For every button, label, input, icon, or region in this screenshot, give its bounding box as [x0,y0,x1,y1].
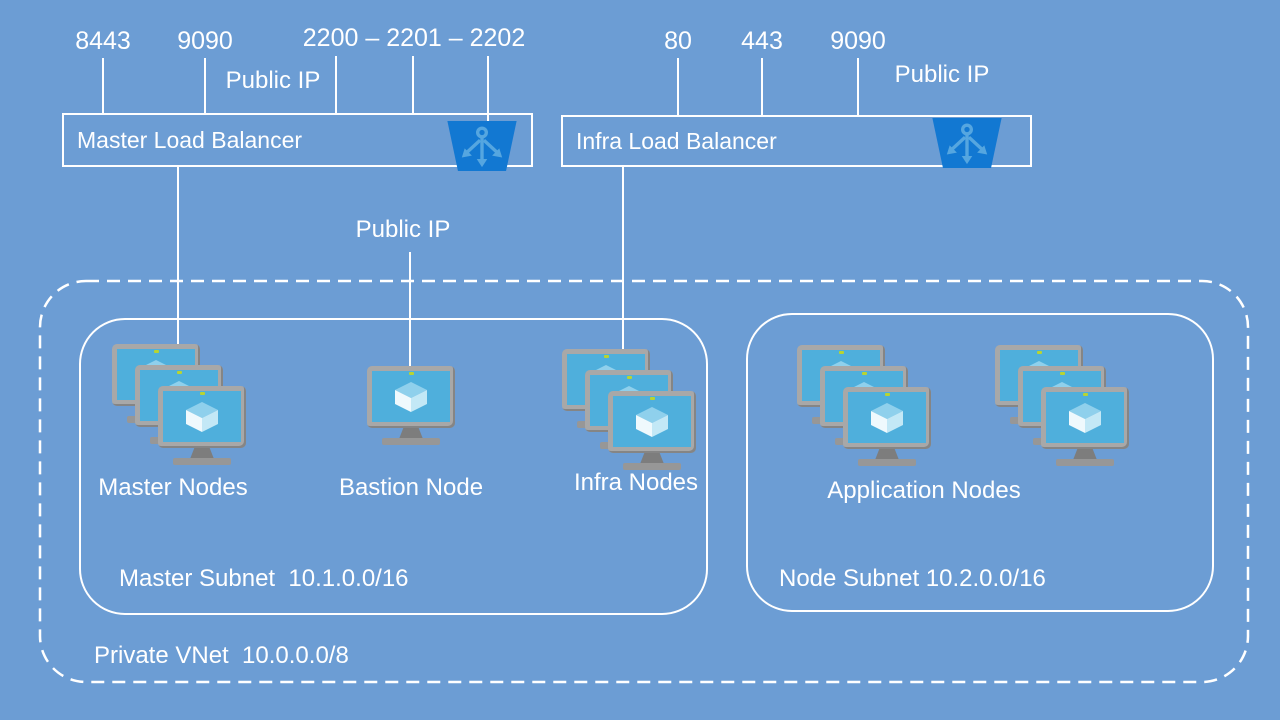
vm-stand-neck [640,453,664,464]
vm-monitor [608,391,696,453]
vm-camera-dot [154,350,159,353]
vm-stand-neck [1073,449,1097,460]
vm-screen [163,391,241,442]
connector-port-2201 [412,56,414,113]
vm-icon [158,386,246,468]
vm-stand-base [623,463,681,470]
vm-stand-base [382,438,440,445]
port-label-8443: 8443 [75,27,131,55]
vm-stand-base [173,458,231,465]
vm-icon [1041,387,1129,469]
infra-load-balancer-box: Infra Load Balancer [561,115,1032,168]
load-balancer-icon [447,121,517,171]
vm-camera-dot [1083,393,1088,396]
vm-screen [848,392,926,443]
vm-stand-base [1056,459,1114,466]
vm-screen [613,396,691,447]
master-load-balancer-box: Master Load Balancer [62,113,533,171]
node-subnet-box [746,313,1214,612]
vm-stand-base [858,459,916,466]
connector-port-9090-master [204,58,206,113]
cube-icon [636,406,668,437]
infra-nodes-label: Infra Nodes [573,469,699,496]
vm-monitor [158,386,246,448]
cube-icon [1069,402,1101,433]
vm-camera-dot [650,397,655,400]
vm-screen [372,371,450,422]
connector-masterlb-masternodes [177,167,179,346]
master-subnet-box [79,318,708,615]
bastion-public-ip-label: Public IP [355,216,451,243]
vm-icon [843,387,931,469]
port-label-80: 80 [664,27,692,55]
connector-port-2200 [335,56,337,113]
master-subnet-label: Master Subnet 10.1.0.0/16 [119,565,409,592]
connector-port-80 [677,58,679,115]
vm-camera-dot [885,393,890,396]
vm-monitor [843,387,931,449]
master-public-ip-label: Public IP [225,67,321,94]
vm-monitor [367,366,455,428]
connector-publicip-bastion [409,252,411,368]
vm-stand-neck [875,449,899,460]
vm-camera-dot [1037,351,1042,354]
infra-load-balancer-label: Infra Load Balancer [576,127,777,154]
vm-screen [1046,392,1124,443]
port-label-9090-infra: 9090 [830,27,886,55]
vm-camera-dot [604,355,609,358]
port-label-2200-2202: 2200 – 2201 – 2202 [302,24,526,52]
node-subnet-label: Node Subnet 10.2.0.0/16 [779,565,1046,592]
connector-port-8443 [102,58,104,113]
vm-camera-dot [627,376,632,379]
vm-camera-dot [862,372,867,375]
port-label-443: 443 [741,27,783,55]
vm-camera-dot [177,371,182,374]
vm-camera-dot [200,392,205,395]
load-balancer-icon [932,118,1002,168]
application-nodes-label: Application Nodes [827,477,1021,504]
vm-camera-dot [1060,372,1065,375]
vm-monitor [1041,387,1129,449]
cube-icon [186,401,218,432]
private-vnet-label: Private VNet 10.0.0.0/8 [94,642,349,669]
bastion-vm-icon [367,366,455,448]
vm-stand-neck [399,428,423,439]
connector-port-2202 [487,56,489,121]
cube-icon [871,402,903,433]
vm-icon [608,391,696,473]
master-nodes-label: Master Nodes [98,474,248,501]
connector-port-443 [761,58,763,115]
vm-camera-dot [409,372,414,375]
connector-port-9090-infra [857,58,859,115]
port-label-9090-master: 9090 [177,27,233,55]
cube-icon [395,381,427,412]
connector-infralb-infranodes [622,167,624,351]
vm-camera-dot [839,351,844,354]
infra-public-ip-label: Public IP [894,61,990,88]
bastion-node-label: Bastion Node [338,474,484,501]
master-load-balancer-label: Master Load Balancer [77,126,303,153]
vm-stand-neck [190,448,214,459]
